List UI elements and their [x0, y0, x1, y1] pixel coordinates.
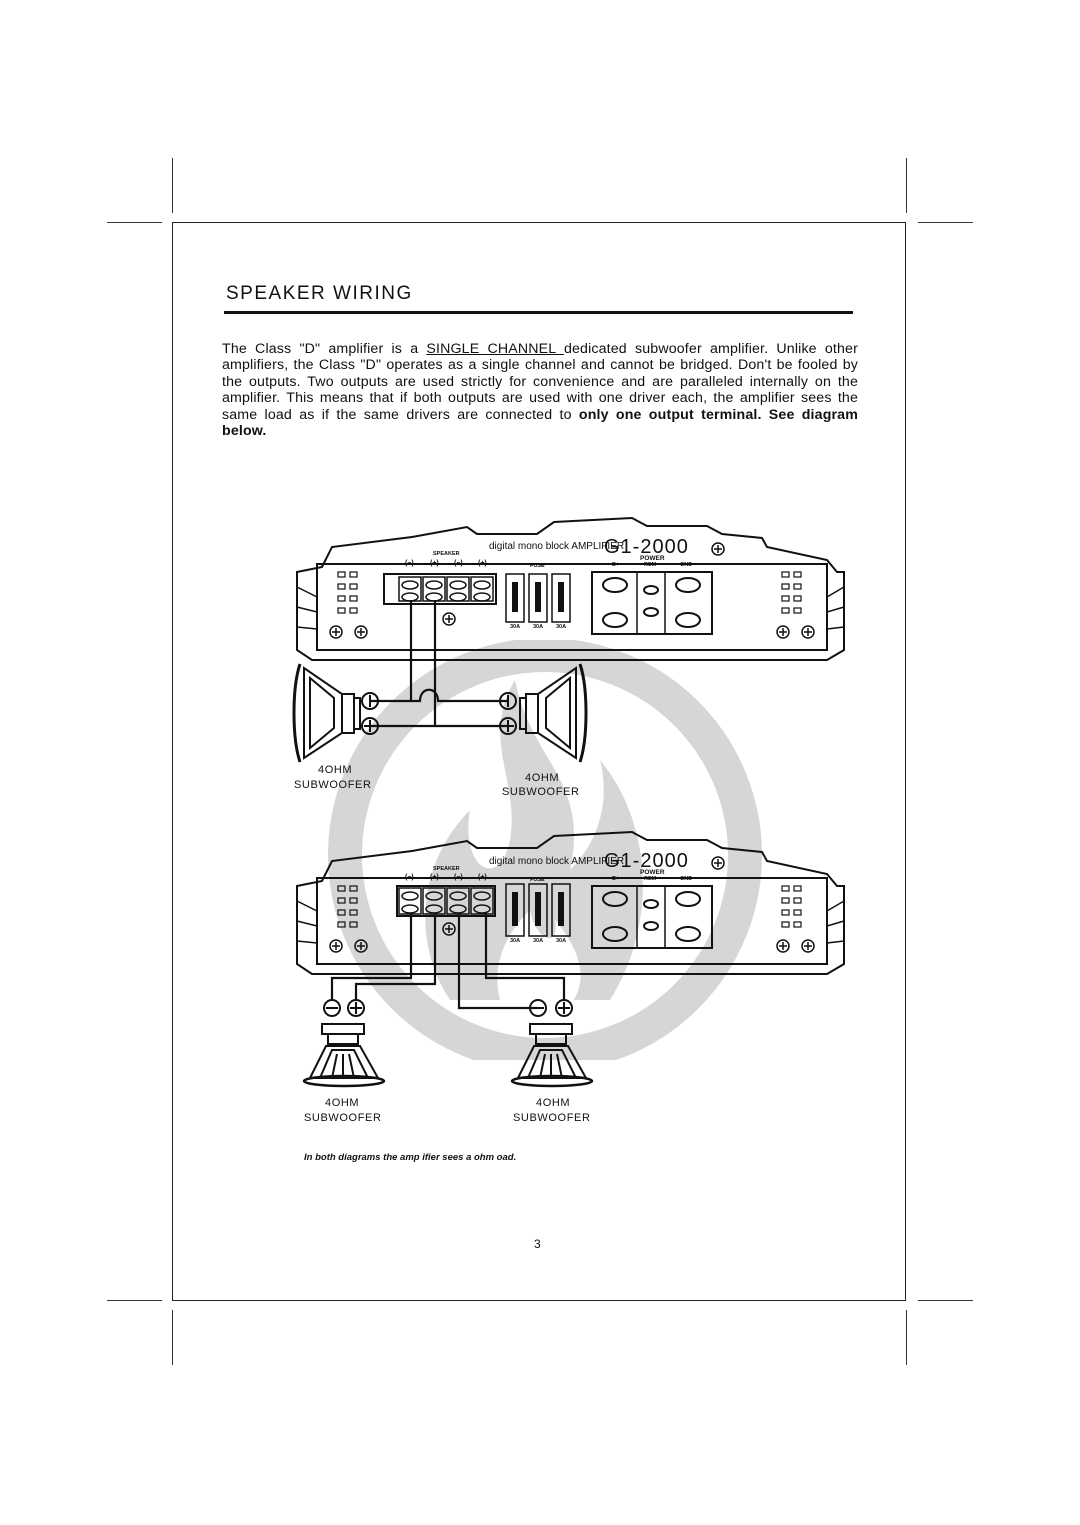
- amplifier-2-fuse-rating: 30A: [510, 938, 521, 944]
- amplifier-2-terminal-sign: (+): [430, 874, 439, 881]
- crop-mark: [107, 1300, 162, 1301]
- amplifier-2-fuse-rating: 30A: [556, 938, 567, 944]
- amplifier-2-speaker-label: SPEAKER: [433, 866, 460, 872]
- intro-paragraph: The Class "D" amplifier is a SINGLE CHAN…: [222, 341, 858, 439]
- amplifier-1-power-terminal: B+: [612, 562, 620, 568]
- amplifier-2-drawing: [296, 830, 845, 975]
- page-title: SPEAKER WIRING: [226, 283, 413, 304]
- diagram-1-left-ohm: 4OHM: [318, 764, 353, 776]
- diagram-2-left-subwoofer: SUBWOOFER: [304, 1112, 382, 1124]
- diagram-1-right-subwoofer: SUBWOOFER: [502, 786, 580, 798]
- amplifier-2-terminal-sign: (−): [405, 874, 414, 881]
- amplifier-1-power-label: POWER: [640, 555, 665, 562]
- title-underline: [224, 311, 853, 314]
- page-number: 3: [534, 1237, 541, 1251]
- amplifier-1-terminal-sign: (−): [454, 560, 463, 567]
- amplifier-2-subtitle: digital mono block AMPLIFIER: [489, 856, 625, 867]
- paragraph-bold: only one output terminal. See diagram be…: [222, 406, 858, 440]
- amplifier-1-fuse-rating: 30A: [556, 624, 567, 630]
- crop-mark: [172, 1310, 173, 1365]
- crop-mark: [918, 1300, 973, 1301]
- amplifier-2-terminal-sign: (+): [478, 874, 487, 881]
- amplifier-2-terminal-sign: (−): [454, 874, 463, 881]
- amplifier-1-fuse-label: FUSE: [530, 563, 545, 569]
- amplifier-1-fuse-rating: 30A: [533, 624, 544, 630]
- diagram-1-left-subwoofer: SUBWOOFER: [294, 779, 372, 791]
- amplifier-1-fuse-rating: 30A: [510, 624, 521, 630]
- amplifier-2-fuse-rating: 30A: [533, 938, 544, 944]
- amplifier-2-power-terminal: REM: [644, 876, 657, 882]
- amplifier-1-terminal-sign: (−): [405, 560, 414, 567]
- amplifier-1-drawing: [296, 516, 845, 661]
- crop-mark: [172, 158, 173, 213]
- crop-mark: [918, 222, 973, 223]
- amplifier-1-speaker-label: SPEAKER: [433, 551, 460, 557]
- amplifier-2-power-terminal: GND: [680, 876, 693, 882]
- crop-mark: [906, 158, 907, 213]
- single-channel-text: SINGLE CHANNEL: [426, 341, 564, 357]
- amplifier-2-power-label: POWER: [640, 869, 665, 876]
- amplifier-2-fuse-label: FUSE: [530, 877, 545, 883]
- amplifier-2-power-terminal: B+: [612, 876, 620, 882]
- diagram-2-left-ohm: 4OHM: [325, 1097, 360, 1109]
- diagram-2-right-subwoofer: SUBWOOFER: [513, 1112, 591, 1124]
- amplifier-2-model: G1-2000: [604, 850, 689, 872]
- amplifier-1-power-terminal: GND: [680, 562, 693, 568]
- diagram-1-wiring: [292, 600, 588, 763]
- paragraph-start: The Class "D" amplifier is a: [222, 341, 427, 357]
- page-frame: [172, 222, 906, 1301]
- diagram-caption: In both diagrams the amp ifier sees a oh…: [304, 1152, 517, 1163]
- amplifier-1-model: G1-2000: [604, 536, 689, 558]
- crop-mark: [107, 222, 162, 223]
- amplifier-1-subtitle: digital mono block AMPLIFIER: [489, 541, 625, 552]
- diagram-2-right-ohm: 4OHM: [536, 1097, 571, 1109]
- amplifier-1-terminal-sign: (+): [430, 560, 439, 567]
- amplifier-1-power-terminal: REM: [644, 562, 657, 568]
- crop-mark: [906, 1310, 907, 1365]
- amplifier-1-terminal-sign: (+): [478, 560, 487, 567]
- paragraph-rest: dedicated subwoofer amplifier. Unlike ot…: [222, 341, 858, 423]
- diagram-2-wiring: [302, 913, 594, 1088]
- diagram-1-right-ohm: 4OHM: [525, 772, 560, 784]
